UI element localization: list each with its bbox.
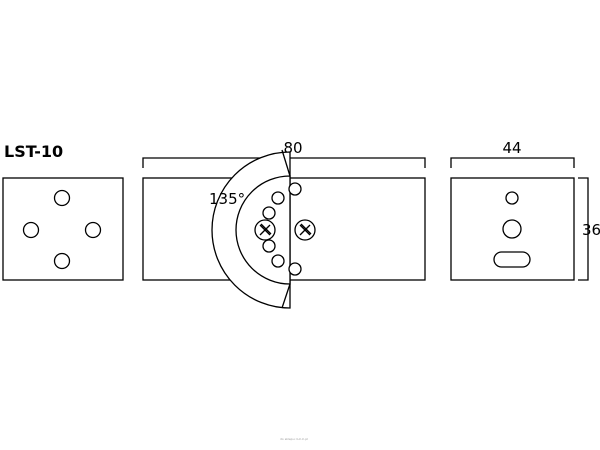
model-label: LST-10 (4, 142, 63, 161)
adjust-hole-6 (288, 262, 302, 276)
mount-hole-right (84, 221, 102, 239)
adjust-hole-4 (262, 239, 276, 253)
angle-line-bottom (281, 283, 291, 309)
front-view: 80 135° (142, 139, 426, 309)
mount-hole-top (53, 189, 71, 207)
back-view (2, 177, 124, 281)
watermark: do sklepu: b-h-h.pl (280, 437, 308, 441)
height-dimension-line (578, 177, 589, 281)
angle-label: 135° (209, 190, 245, 208)
side-hole-small (505, 191, 519, 205)
side-view-outline (450, 177, 575, 281)
adjust-hole-2 (271, 191, 285, 205)
side-view: 44 36 (450, 139, 600, 281)
back-view-outline (2, 177, 124, 281)
mount-hole-bottom (53, 252, 71, 270)
screw-right-icon (294, 219, 316, 241)
side-width-dimension-label: 44 (502, 139, 521, 157)
adjust-hole-3 (262, 206, 276, 220)
mount-hole-left (22, 221, 40, 239)
adjust-hole-5 (271, 254, 285, 268)
side-hole-large (502, 219, 522, 239)
side-width-dimension-line (450, 157, 575, 168)
height-dimension-label: 36 (582, 221, 600, 239)
side-slot (493, 251, 531, 268)
adjust-hole-1 (288, 182, 302, 196)
angle-line-top (281, 149, 291, 177)
screw-left-icon (254, 219, 276, 241)
